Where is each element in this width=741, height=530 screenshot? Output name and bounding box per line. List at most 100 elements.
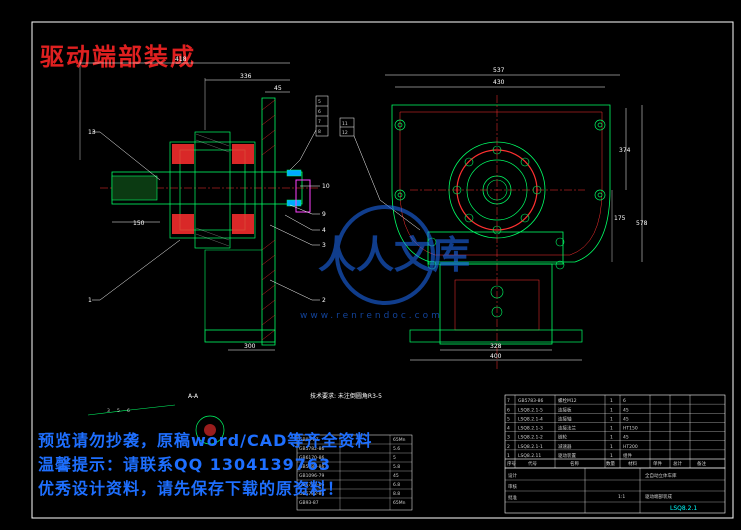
dim-374: 374 (619, 147, 631, 154)
bom-cell-no: 4 (507, 426, 510, 432)
bom-header-note: 备注 (697, 460, 706, 467)
dim-537: 537 (493, 67, 505, 74)
bom-cell-mat: 45 (623, 416, 629, 422)
balloon-1: 1 (88, 297, 92, 304)
bom-header-total: 总计 (673, 460, 682, 467)
ll-cell-val: 5 (393, 455, 396, 461)
tb-drawing-no: LSQ8.2.1 (670, 505, 697, 512)
drawing-frame (31, 21, 734, 519)
tb-project: 全自动立体车库 (645, 472, 677, 479)
dim-150: 150 (133, 220, 145, 227)
svg-text:3: 3 (107, 408, 110, 414)
bom-cell-qty: 1 (610, 416, 613, 422)
tech-requirement: 技术要求: 未注倒圆角R3-5 (310, 392, 382, 400)
bom-header-qty: 数量 (606, 460, 615, 467)
svg-text:5: 5 (117, 408, 120, 414)
balloon-11: 11 (342, 121, 348, 127)
bom-cell-code: LSQ8.2.11 (518, 453, 541, 459)
dim-430: 430 (493, 79, 505, 86)
bom-cell-code: GB5783-86 (518, 398, 544, 404)
ll-cell-val: 45 (393, 473, 399, 479)
title-block: 设计 审核 批准 全自动立体车库 驱动端部装成 1:1 LSQ8.2.1 (504, 467, 726, 514)
ll-cell-val: 5.8 (393, 464, 400, 470)
bom-cell-no: 5 (507, 416, 510, 422)
bom-cell-no: 7 (507, 398, 510, 404)
bom-cell-mat: 45 (623, 407, 629, 413)
bom-cell-no: 2 (507, 444, 510, 450)
bom-cell-mat: HT200 (623, 444, 638, 450)
dim-300: 300 (244, 343, 256, 350)
ll-cell-val: 6.8 (393, 482, 400, 488)
balloon-7: 7 (318, 119, 321, 125)
bom-cell-name: 减速器 (558, 443, 572, 450)
small-section-detail: 3 5 6 (87, 404, 225, 445)
watermark-site: www.renrendoc.com (300, 311, 443, 321)
bom-cell-mat: HT150 (623, 426, 638, 432)
dim-578: 578 (636, 220, 648, 227)
bom-cell-qty: 1 (610, 407, 613, 413)
bom-cell-no: 3 (507, 435, 510, 441)
watermark-line-1: 预览请勿抄袭，原稿word/CAD等齐全资料 (38, 431, 372, 450)
ll-cell-val: 5.6 (393, 446, 400, 452)
ll-cell-code: GB5782-86 (299, 491, 325, 497)
ll-cell-code: GB1096-79 (299, 473, 325, 479)
bom-header-mat: 材料 (628, 460, 637, 467)
bom-header-weight: 单件 (653, 460, 662, 467)
balloon-3: 3 (322, 242, 326, 249)
balloon-5: 5 (318, 99, 321, 105)
bom-cell-qty: 1 (610, 453, 613, 459)
bom-cell-name: 连接轴 (558, 415, 572, 422)
tb-checker: 审核 (508, 483, 517, 490)
bom-cell-name: 链轮 (558, 434, 567, 441)
ll-cell-code: GB6170-86 (299, 455, 325, 461)
dim-328: 328 (490, 343, 502, 350)
bom-cell-qty: 1 (610, 426, 613, 432)
ll-cell-val: 65Mn (393, 437, 406, 443)
svg-text:6: 6 (127, 408, 130, 414)
ll-cell-code: GB93-87 (299, 500, 319, 506)
bom-cell-mat: 组件 (623, 452, 632, 459)
bom-cell-mat: 6 (623, 398, 626, 404)
dim-175: 175 (614, 215, 626, 222)
bom-cell-name: 驱动装置 (558, 452, 576, 459)
bom-cell-qty: 1 (610, 435, 613, 441)
watermark-logo-text: 人人文库 (318, 233, 470, 277)
right-front-view: 537 430 (385, 67, 648, 370)
left-section-view: 418 336 45 300 150 (79, 56, 421, 351)
tb-approver: 批准 (508, 494, 517, 501)
tb-scale: 1:1 (618, 494, 625, 500)
bom-cell-qty: 1 (610, 444, 613, 450)
bom-cell-code: LSQ8.2.1-4 (518, 416, 543, 422)
bom-cell-name: 连接板 (558, 406, 572, 413)
balloon-12: 12 (342, 130, 348, 136)
bom-header-code: 代号 (528, 460, 537, 467)
bom-cell-no: 1 (507, 453, 510, 459)
bom-cell-no: 6 (507, 407, 510, 413)
bom-cell-code: LSQ8.2.1-2 (518, 435, 543, 441)
watermark-line-2: 温馨提示：请联系QQ 1304139763 (37, 455, 331, 474)
ll-cell-code: GB5783-86 (299, 482, 325, 488)
bom-header-name: 名称 (570, 460, 579, 467)
bom-cell-name: 螺栓M12 (558, 397, 577, 404)
bom-cell-code: LSQ8.2.1-3 (518, 426, 543, 432)
bom-header-no: 序号 (507, 460, 516, 467)
ll-cell-val: 8.8 (393, 491, 400, 497)
tb-designer: 设计 (508, 472, 517, 479)
ll-cell-code: GB5782-86 (299, 446, 325, 452)
balloon-9: 9 (322, 211, 326, 218)
section-label: A-A (188, 393, 199, 400)
watermark-logo-ring (335, 205, 435, 305)
bom-cell-code: LSQ8.2.1-1 (518, 444, 543, 450)
bom-cell-name: 连接法兰 (558, 425, 576, 432)
watermark: 人人文库 www.renrendoc.com 预览请勿抄袭，原稿word/CAD… (37, 205, 470, 498)
dim-400: 400 (490, 353, 502, 360)
balloon-10: 10 (322, 183, 330, 190)
tb-name: 驱动端部装成 (645, 493, 672, 500)
balloon-13: 13 (88, 129, 96, 136)
ll-cell-val: 65Mn (393, 500, 406, 506)
watermark-line-3: 优秀设计资料，请先保存下载的原资料！ (38, 479, 344, 498)
ll-cell-code: GB93-87 (299, 437, 319, 443)
